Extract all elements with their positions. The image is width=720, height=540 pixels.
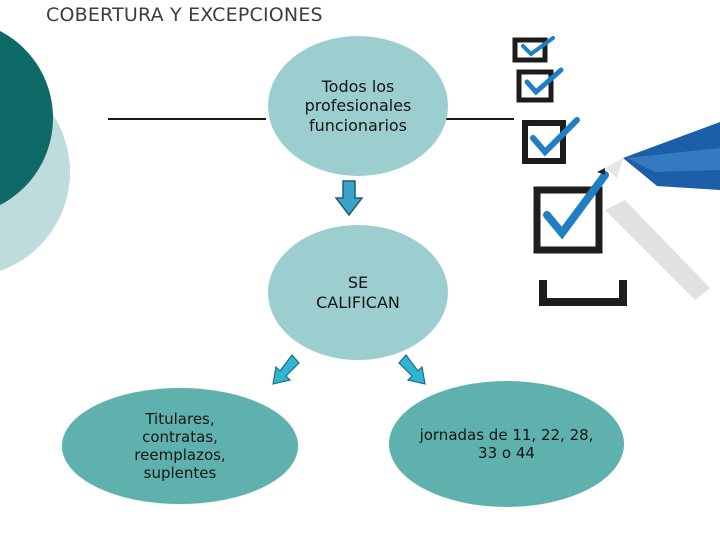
- arrow-down-icon: [335, 180, 363, 216]
- connector-line-right: [444, 118, 514, 120]
- node-se-califican: SE CALIFICAN: [268, 225, 448, 360]
- node-titulares: Titulares, contratas, reemplazos, suplen…: [62, 388, 298, 504]
- arrow-down-left-icon: [270, 352, 300, 386]
- node-bottom-right-label: jornadas de 11, 22, 28, 33 o 44: [413, 426, 601, 462]
- slide-title: COBERTURA Y EXCEPCIONES: [46, 4, 323, 26]
- node-bottom-left-label: Titulares, contratas, reemplazos, suplen…: [115, 410, 245, 482]
- decorative-circles: [0, 0, 80, 290]
- connector-line-left: [108, 118, 266, 120]
- node-middle-label: SE CALIFICAN: [309, 273, 408, 311]
- node-top-label: Todos los profesionales funcionarios: [291, 77, 426, 135]
- node-jornadas: jornadas de 11, 22, 28, 33 o 44: [389, 381, 624, 507]
- node-todos-los-profesionales: Todos los profesionales funcionarios: [268, 36, 448, 176]
- arrow-down-right-icon: [398, 352, 428, 386]
- checklist-pen-icon: [505, 30, 720, 310]
